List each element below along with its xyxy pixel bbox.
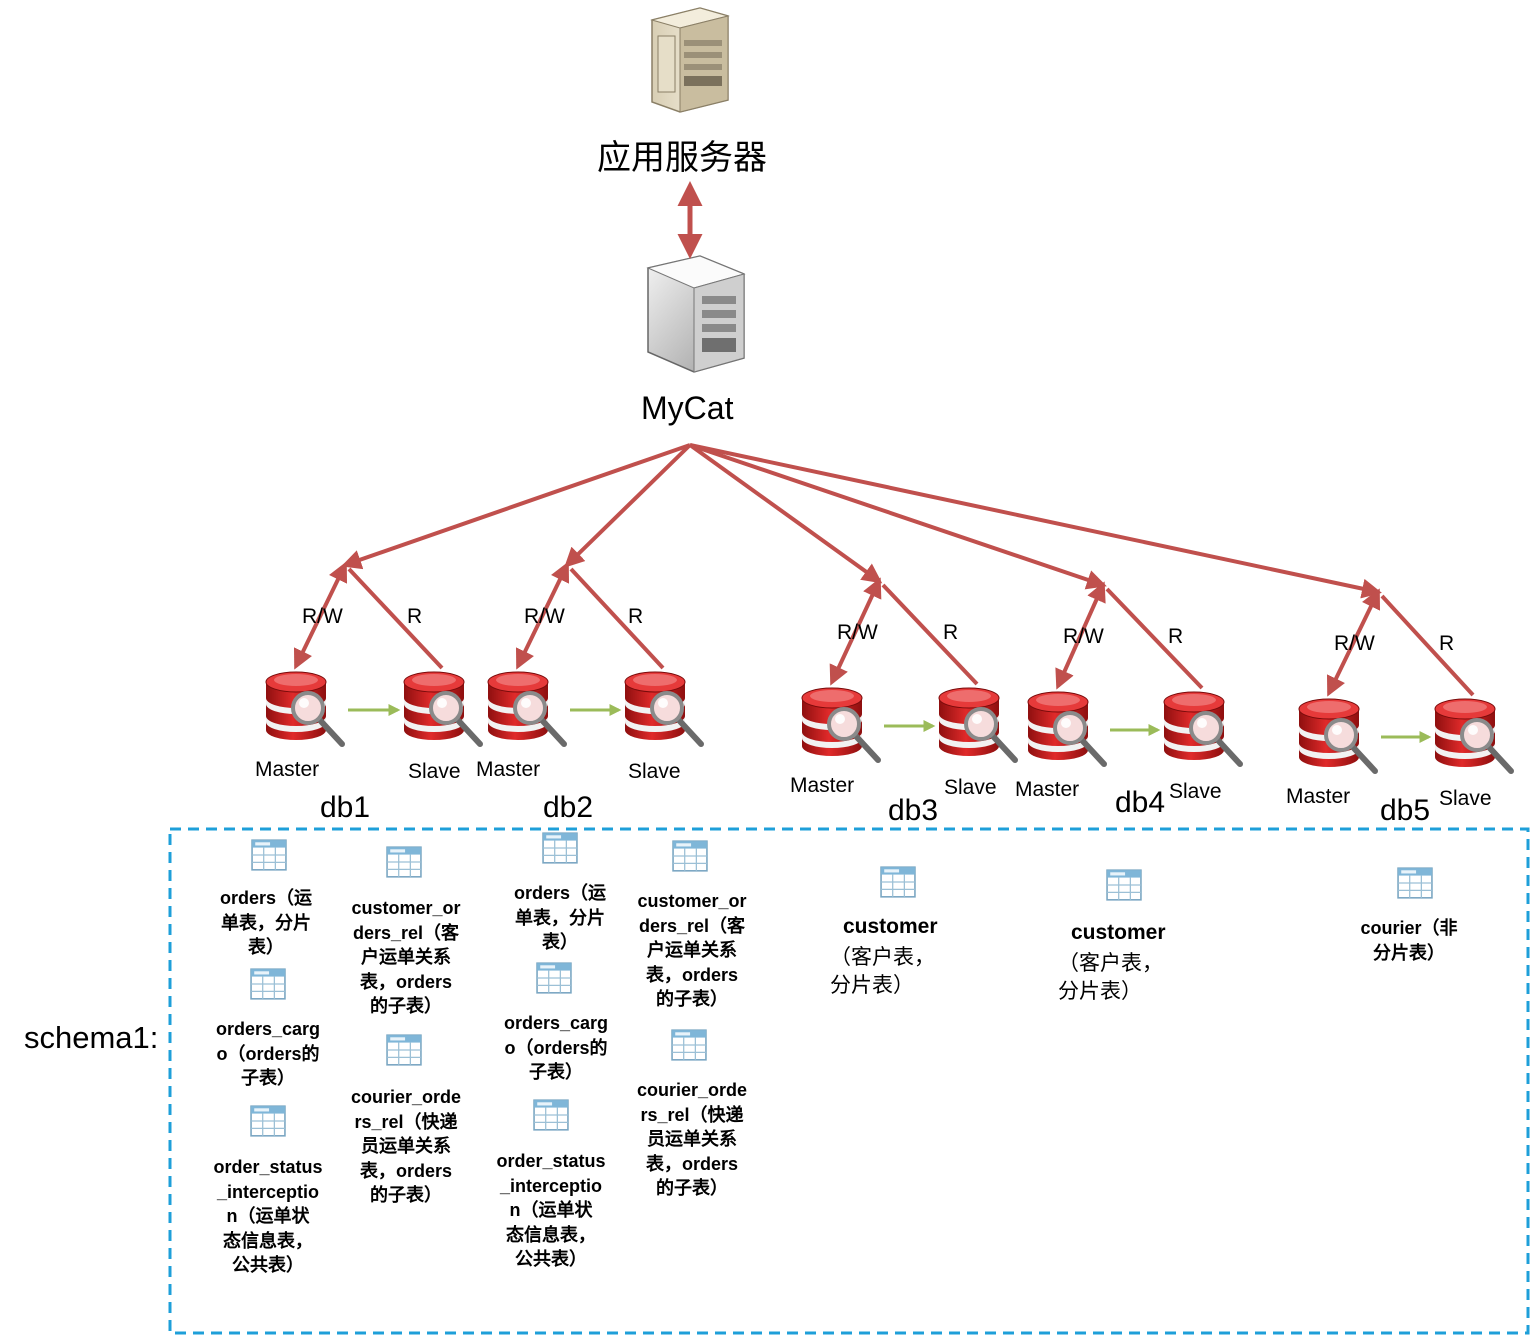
db5-name: db5 [1380, 794, 1431, 827]
db4-master-database-icon [1028, 692, 1104, 764]
db2-master-label: Master [476, 758, 541, 781]
table-icon-4 [386, 846, 422, 878]
db3-table-customer-desc: （客户表， 分片表） [830, 946, 935, 997]
db3-slave-label: Slave [944, 776, 997, 799]
db5-rw-link [1326, 588, 1381, 697]
db3-master-label: Master [790, 774, 855, 797]
db1-table-orders: orders（运 单表，分片 表） [219, 888, 313, 957]
db5-table-courier: courier（非 分片表） [1360, 918, 1458, 963]
db1-master-label: Master [255, 758, 320, 781]
app-server-icon [650, 7, 730, 113]
mycat-server-icon [646, 255, 746, 373]
db2-rw-label: R/W [524, 605, 565, 628]
table-icon-9 [672, 840, 708, 872]
app-server-label: 应用服务器 [597, 139, 767, 177]
db2-table-orders: orders（运 单表，分片 表） [513, 883, 607, 952]
db5-master-database-icon [1299, 699, 1375, 771]
db4-table-customer: customer [1071, 921, 1166, 944]
table-icon-3 [250, 1105, 286, 1137]
db1-r-label: R [407, 605, 423, 628]
db3-mycat-link [688, 443, 883, 584]
db4-slave-database-icon [1164, 692, 1240, 764]
db1-name: db1 [320, 791, 371, 824]
db4-rw-label: R/W [1063, 625, 1104, 648]
db3-master-database-icon [802, 688, 878, 760]
db2-table-order-status-interception: order_status _interceptio n（运单状 态信息表， 公共… [496, 1151, 606, 1269]
db4-r-label: R [1168, 625, 1184, 648]
db1-slave-database-icon [404, 672, 480, 744]
db2-table-customer-orders-rel: customer_or ders_rel（客 户运单关系 表，orders 的子… [637, 891, 747, 1009]
db1-slave-label: Slave [408, 760, 461, 783]
db1-table-customer-orders-rel: customer_or ders_rel（客 户运单关系 表，orders 的子… [351, 898, 461, 1016]
db3-r-label: R [943, 621, 959, 644]
db1-table-order-status-interception: order_status _interceptio n（运单状 态信息表， 公共… [213, 1157, 323, 1275]
db2-r-label: R [628, 605, 644, 628]
db4-slave-label: Slave [1169, 780, 1222, 803]
db2-rw-link [515, 561, 570, 670]
table-icon-11 [880, 866, 916, 898]
db5-rw-label: R/W [1334, 632, 1375, 655]
db4-r-link [1105, 587, 1204, 690]
db2-slave-label: Slave [628, 760, 681, 783]
table-icon-7 [536, 962, 572, 994]
db1-table-courier-orders-rel: courier_orde rs_rel（快递 员运单关系 表，orders 的子… [350, 1087, 462, 1205]
mycat-label: MyCat [641, 390, 734, 426]
schema-label: schema1: [24, 1020, 159, 1055]
db3-table-customer: customer [843, 915, 938, 938]
table-icon-13 [1397, 867, 1433, 899]
db4-mycat-link [689, 443, 1107, 590]
db5-r-link [1380, 594, 1475, 697]
db1-table-orders-cargo: orders_carg o（orders的 子表） [215, 1019, 321, 1088]
db5-master-label: Master [1286, 785, 1351, 808]
db3-rw-label: R/W [837, 621, 878, 644]
db3-r-link [881, 583, 979, 686]
db2-master-database-icon [488, 672, 564, 744]
table-icon-12 [1106, 869, 1142, 901]
database-nodes [266, 672, 1511, 771]
table-icon-6 [542, 832, 578, 864]
table-icon-2 [250, 968, 286, 1000]
db5-slave-label: Slave [1439, 787, 1492, 810]
mycat-shard-links [293, 443, 1475, 743]
db3-rw-link [829, 577, 882, 686]
db2-name: db2 [543, 791, 594, 824]
db1-mycat-link [341, 443, 691, 570]
db5-mycat-link [689, 443, 1382, 599]
table-icon-10 [671, 1029, 707, 1061]
db3-name: db3 [888, 794, 939, 827]
db3-slave-database-icon [939, 688, 1015, 760]
db5-slave-database-icon [1435, 699, 1511, 771]
db1-rw-label: R/W [302, 605, 343, 628]
db2-table-orders-cargo: orders_carg o（orders的 子表） [503, 1013, 609, 1082]
table-icon-5 [386, 1034, 422, 1066]
db1-rw-link [293, 561, 348, 670]
db2-slave-database-icon [625, 672, 701, 744]
db4-table-customer-desc: （客户表， 分片表） [1058, 952, 1163, 1003]
schema-boundary [168, 827, 1530, 1335]
db2-table-courier-orders-rel: courier_orde rs_rel（快递 员运单关系 表，orders 的子… [636, 1080, 748, 1198]
db2-mycat-link [564, 443, 692, 568]
db2-r-link [569, 567, 665, 670]
db4-master-label: Master [1015, 778, 1080, 801]
table-icon-1 [251, 839, 287, 871]
db5-r-label: R [1439, 632, 1455, 655]
db4-name: db4 [1115, 786, 1166, 819]
db1-r-link [347, 567, 444, 670]
table-icon-8 [533, 1099, 569, 1131]
db4-rw-link [1055, 581, 1106, 690]
db1-master-database-icon [266, 672, 342, 744]
